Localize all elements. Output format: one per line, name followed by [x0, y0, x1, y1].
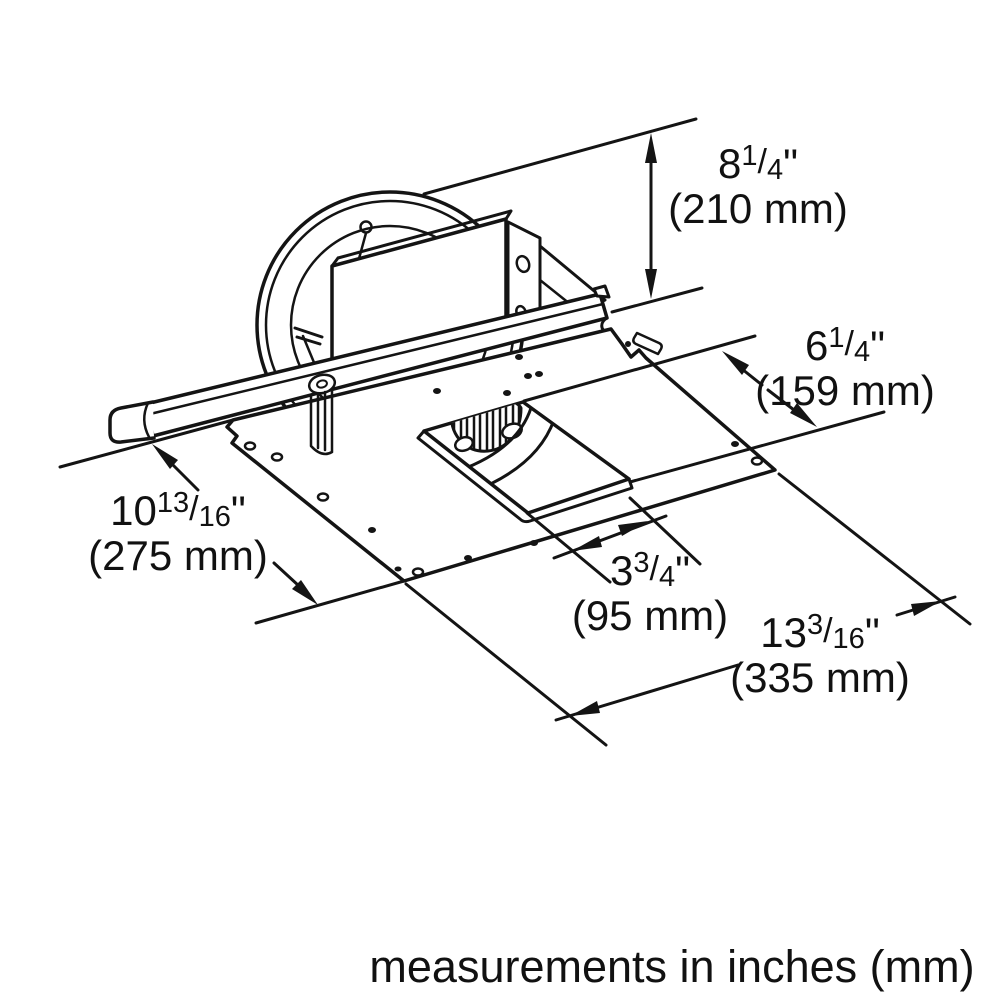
- dim-opening-width: [552, 514, 668, 560]
- dim-plate-depth: [152, 444, 318, 605]
- dimension-lines: [58, 117, 972, 747]
- dim-label-plate-width: 133/16" (335 mm): [730, 609, 910, 702]
- dim-label-height: 81/4" (210 mm): [668, 140, 848, 233]
- dim-label-opening-width: 33/4" (95 mm): [571, 547, 729, 640]
- plate-holes: [243, 354, 764, 577]
- ring-screw: [293, 326, 324, 346]
- motor-foot: [307, 373, 337, 456]
- dim-opening-depth: [722, 351, 817, 427]
- ext-opening-left: [525, 511, 612, 584]
- dim-plate-width: [554, 595, 957, 722]
- ext-opening-front: [628, 410, 886, 484]
- units-note: measurements in inches (mm): [369, 941, 975, 992]
- ext-plate-left: [404, 582, 608, 747]
- mounting-plate: [225, 327, 777, 583]
- ext-opening-back: [522, 334, 757, 403]
- plate-tab: [632, 331, 663, 356]
- rail-end-cap: [108, 400, 156, 444]
- ext-back-edge: [58, 418, 235, 469]
- dim-label-opening-depth: 61/4" (159 mm): [755, 322, 935, 415]
- bracket-hole: [515, 254, 531, 274]
- support-rail: [108, 284, 614, 444]
- ext-front-edge: [254, 579, 406, 625]
- opening-flange: [416, 429, 634, 524]
- ext-rail-end: [610, 286, 704, 314]
- dim-height: [645, 133, 657, 299]
- dim-label-plate-depth: 1013/16" (275 mm): [88, 487, 268, 580]
- ext-plate-right: [777, 472, 972, 626]
- ext-opening-right: [628, 496, 702, 566]
- ext-top: [422, 117, 698, 196]
- dim-whole: 8: [717, 140, 742, 187]
